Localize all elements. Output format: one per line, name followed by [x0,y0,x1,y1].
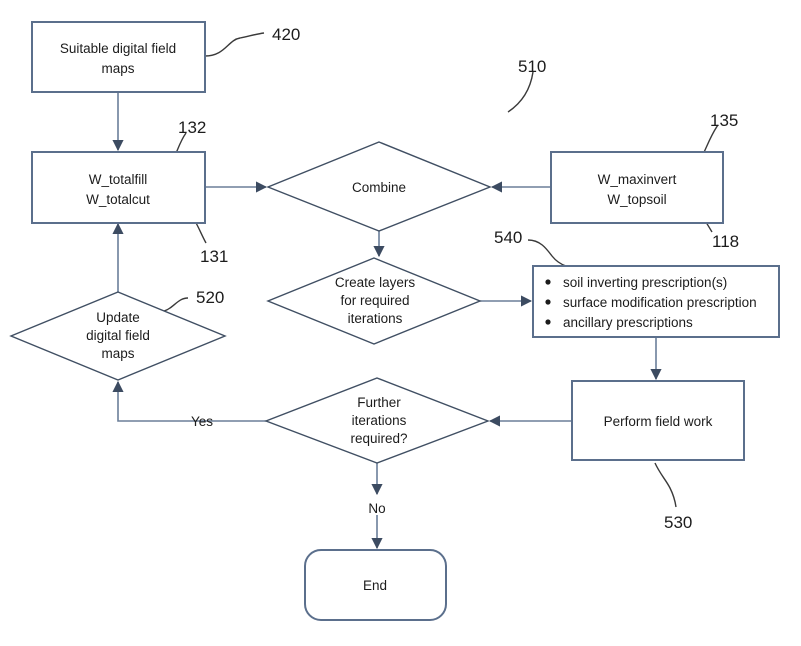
node-update-maps[interactable]: Update digital field maps [9,291,227,381]
node-combine-label: Combine [352,180,406,195]
node-update-maps-label-line3: maps [101,346,134,361]
node-prescriptions-bullet-1: soil inverting prescription(s) [563,275,727,290]
reference-numeral-540: 540 [494,228,522,247]
node-maxinvert-label-line2: W_topsoil [607,192,666,207]
leader-530 [654,462,677,508]
edge-yes-to-update-maps [112,380,266,422]
node-totals-box[interactable] [31,151,206,224]
connectors [112,92,662,550]
leader-510 [507,71,534,113]
reference-numeral-118: 118 [712,232,739,251]
bullet-icon [545,319,551,325]
node-totals[interactable]: W_totalfill W_totalcut [31,151,206,224]
edge-label-yes: Yes [191,414,213,429]
node-maxinvert[interactable]: W_maxinvert W_topsoil [550,151,724,224]
node-combine[interactable]: Combine [266,141,492,232]
reference-numeral-520: 520 [196,288,224,307]
node-update-maps-diamond[interactable] [9,291,227,381]
node-suitable-digital-field-maps-label-line1: Suitable digital field [60,41,176,56]
node-further-iterations[interactable]: Further iterations required? [264,377,490,464]
node-prescriptions-bullet-2: surface modification prescription [563,295,757,310]
node-suitable-digital-field-maps-box[interactable] [31,21,206,93]
reference-numeral-530: 530 [664,513,692,532]
node-create-layers-diamond[interactable] [266,257,482,345]
node-perform-field-work-label: Perform field work [604,414,713,429]
node-prescriptions-bullet-3: ancillary prescriptions [563,315,693,330]
node-create-layers[interactable]: Create layers for required iterations [266,257,482,345]
node-totals-label-line1: W_totalfill [89,172,148,187]
node-prescriptions-box[interactable] [532,265,780,338]
node-update-maps-label-line1: Update [96,310,140,325]
node-further-iterations-label-line3: required? [350,431,407,446]
node-further-iterations-label-line1: Further [357,395,401,410]
reference-numeral-132: 132 [178,118,206,137]
node-end-box[interactable] [304,549,447,621]
node-combine-diamond[interactable] [266,141,492,232]
node-update-maps-label-line2: digital field [86,328,150,343]
node-suitable-digital-field-maps-label-line2: maps [101,61,134,76]
reference-numeral-131: 131 [200,247,228,266]
node-maxinvert-label-line1: W_maxinvert [598,172,677,187]
node-perform-field-work[interactable]: Perform field work [571,380,745,461]
node-further-iterations-diamond[interactable] [264,377,490,464]
reference-numeral-420: 420 [272,25,300,44]
reference-numerals: 420 510 132 135 131 118 540 520 530 [178,25,739,532]
node-maxinvert-box[interactable] [550,151,724,224]
reference-numeral-135: 135 [710,111,738,130]
node-further-iterations-label-line2: iterations [352,413,407,428]
node-suitable-digital-field-maps[interactable]: Suitable digital field maps [31,21,206,93]
node-end[interactable]: End [304,549,447,621]
edge-label-no: No [368,501,385,516]
leader-540 [527,239,567,267]
bullet-icon [545,279,551,285]
bullet-icon [545,299,551,305]
reference-numeral-510: 510 [518,57,546,76]
node-end-label: End [363,578,387,593]
node-create-layers-label-line2: for required [340,293,409,308]
node-prescriptions[interactable]: soil inverting prescription(s) surface m… [532,265,780,338]
leader-420 [204,32,265,57]
node-create-layers-label-line3: iterations [348,311,403,326]
node-totals-label-line2: W_totalcut [86,192,150,207]
node-create-layers-label-line1: Create layers [335,275,416,290]
node-perform-field-work-box[interactable] [571,380,745,461]
